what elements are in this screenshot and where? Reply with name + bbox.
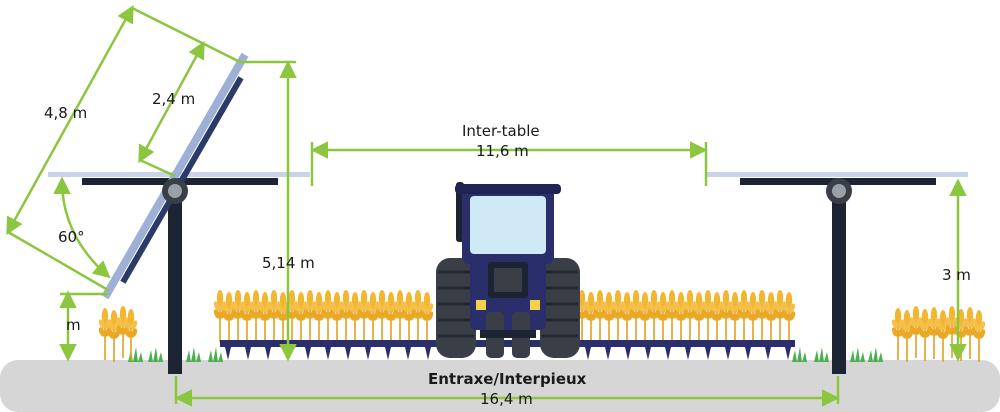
panel-length-label: 4,8 m — [44, 104, 87, 122]
inter-table-value: 11,6 m — [476, 142, 529, 160]
entraxe-title: Entraxe/Interpieux — [428, 370, 587, 388]
panel-length-dimension — [6, 4, 134, 236]
solar-tracker-right — [706, 172, 968, 374]
entraxe-value: 16,4 m — [480, 390, 533, 408]
inter-table-title: Inter-table — [462, 122, 540, 140]
wheat-icon-right — [889, 305, 988, 363]
panel-length-extension — [131, 6, 241, 64]
harrow-implement — [220, 340, 795, 360]
wheat-field-right — [573, 289, 798, 345]
tilt-angle-arc — [53, 176, 111, 279]
wheat-field-left — [211, 289, 436, 345]
panel-height-label: 3 m — [942, 266, 971, 284]
panel-half-dimension — [138, 40, 205, 164]
panel-half-label: 2,4 m — [152, 90, 195, 108]
ground-clearance-label: m — [66, 316, 81, 334]
tilt-angle-label: 60° — [58, 228, 85, 246]
wheat-icon — [96, 305, 140, 363]
panel-half-extension — [139, 158, 176, 178]
tractor-icon — [436, 182, 580, 358]
tracker-height-label: 5,14 m — [262, 254, 315, 272]
